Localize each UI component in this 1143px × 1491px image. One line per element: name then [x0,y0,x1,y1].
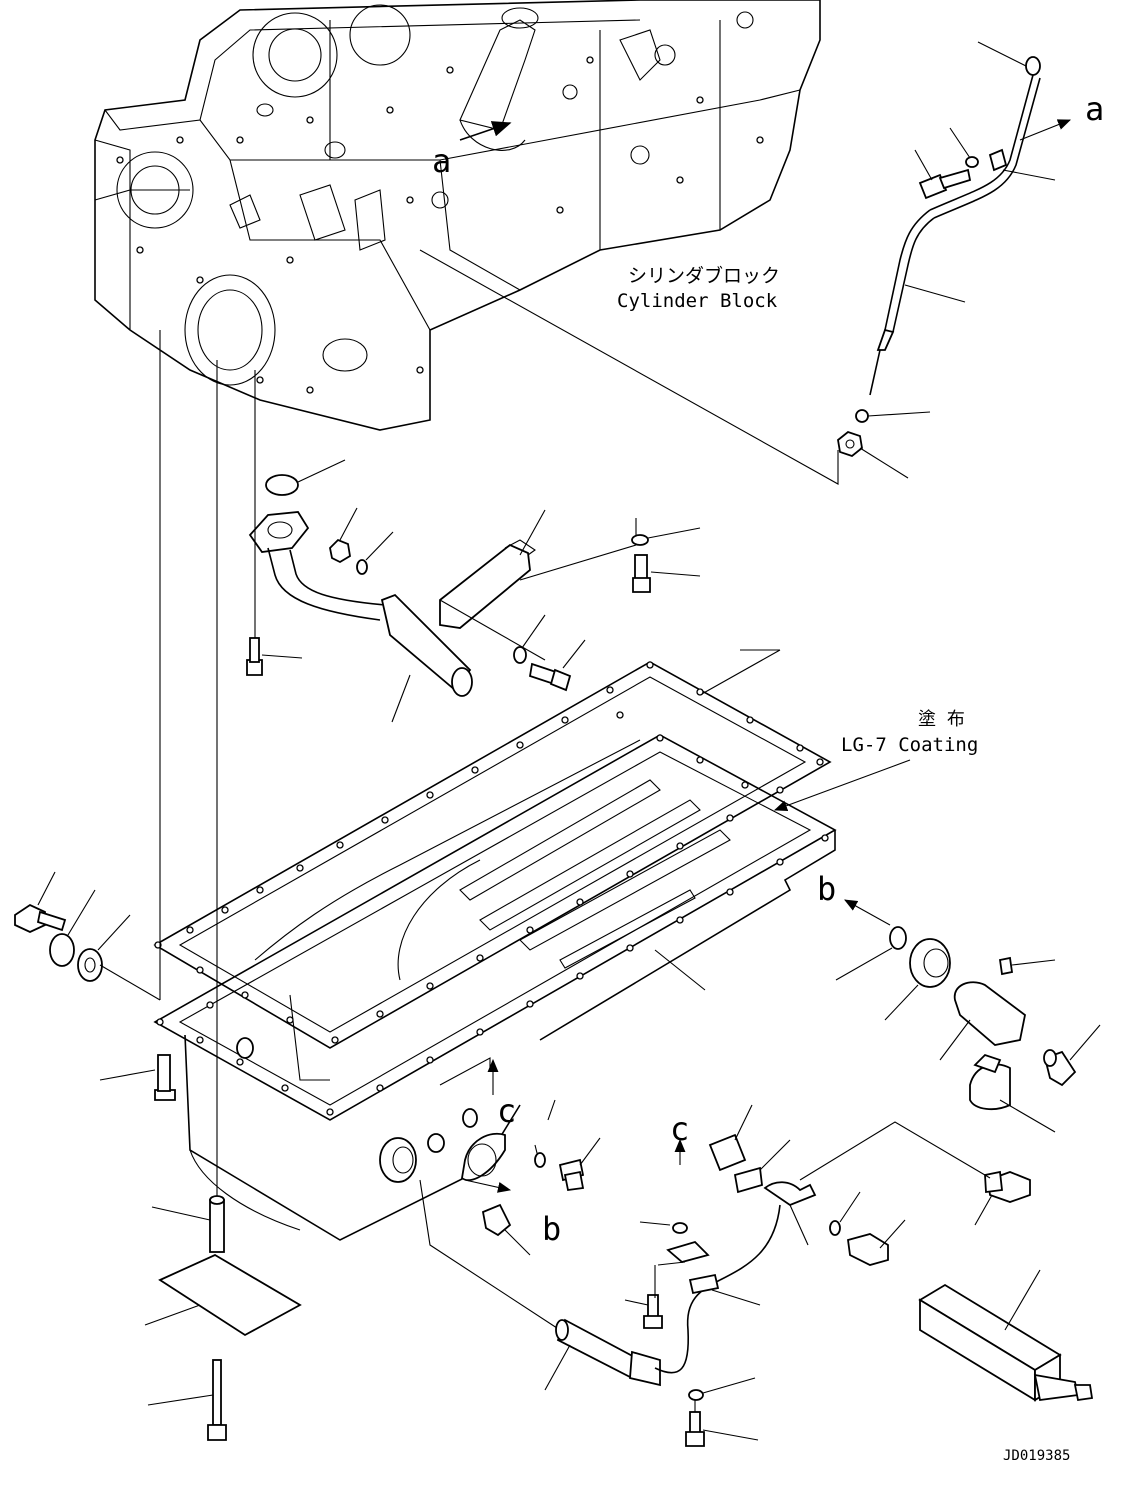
right-side-parts: b [799,870,1101,1226]
service-tool [918,1269,1094,1402]
cylinder-block [94,0,821,431]
coating-label-jp: 塗 布 [918,708,965,730]
callout-b-right: b [817,870,836,908]
callout-c-pan: c [497,1092,516,1130]
suction-pipe-group [246,370,701,723]
callout-a-dipstick: a [1085,90,1104,128]
flange-holes [154,661,829,1116]
cylinder-block-label-en: Cylinder Block [617,290,778,312]
sensor-harness-group: b c [419,1099,906,1447]
callout-b-lower: b [542,1210,561,1248]
document-id: JD019385 [1003,1448,1070,1464]
oil-pan [153,649,837,1241]
cylinder-block-label-jp: シリンダブロック [628,264,780,287]
callout-c-lower: c [670,1110,689,1148]
left-side-parts [14,330,302,1441]
callout-a-block: a [432,142,451,180]
oil-pan-gasket: 塗 布 LG-7 Coating [153,649,978,1049]
dipstick-assembly: a [419,41,1104,485]
coating-label-en: LG-7 Coating [841,734,978,756]
